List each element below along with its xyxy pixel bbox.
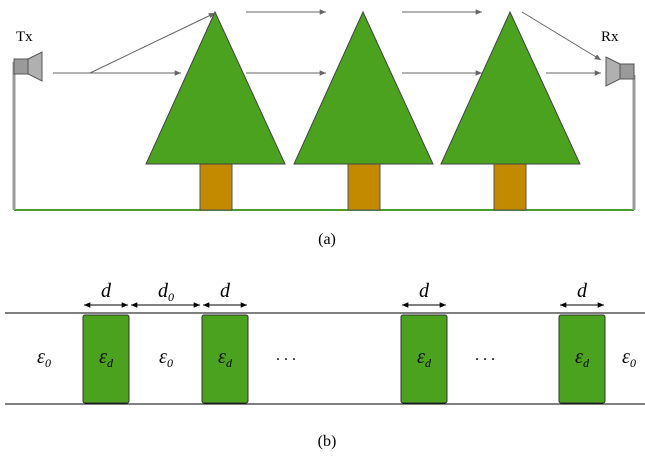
tree-canopy (440, 10, 581, 165)
receiver-icon (605, 56, 636, 210)
permittivity-free-label: ε0 (622, 346, 636, 370)
ellipsis: . . . (276, 347, 296, 364)
permittivity-free-label: ε0 (159, 346, 173, 370)
tree-canopy (293, 10, 434, 165)
tree-2 (293, 10, 434, 211)
transmitter-label: Tx (16, 29, 33, 45)
tree-trunk (493, 163, 527, 211)
tree-trunk (199, 163, 233, 211)
transmitter-icon (12, 51, 43, 210)
ray (521, 11, 602, 61)
slab-width-label: d (419, 280, 430, 302)
caption-b: (b) (318, 433, 337, 450)
ray (89, 12, 216, 74)
tree-trunk (347, 163, 381, 211)
permittivity-slab-label: εd (99, 346, 114, 370)
permittivity-slab-label: εd (417, 346, 432, 370)
ellipsis: . . . (475, 347, 495, 364)
permittivity-slab-label: εd (575, 346, 590, 370)
receiver-label: Rx (601, 29, 619, 45)
gap-width-label: d0 (158, 280, 174, 304)
slab-width-label: d (220, 280, 231, 302)
propagation-rays (53, 9, 602, 76)
slab-4 (558, 314, 606, 404)
permittivity-slab-label: εd (218, 346, 233, 370)
panel-a: Tx Rx (12, 9, 636, 248)
slab-3 (400, 314, 448, 404)
panel-b: d d0 d d d ε0 εd ε0 εd εd εd ε0 . . . . … (5, 280, 645, 450)
tree-canopy (145, 10, 286, 165)
slab-2 (201, 314, 249, 404)
tree-3 (440, 10, 581, 211)
slab-width-label: d (577, 280, 588, 302)
caption-a: (a) (318, 231, 336, 248)
permittivity-free-label: ε0 (37, 346, 51, 370)
tree-1 (145, 10, 286, 211)
slab-1 (82, 314, 130, 404)
slab-width-label: d (101, 280, 112, 302)
